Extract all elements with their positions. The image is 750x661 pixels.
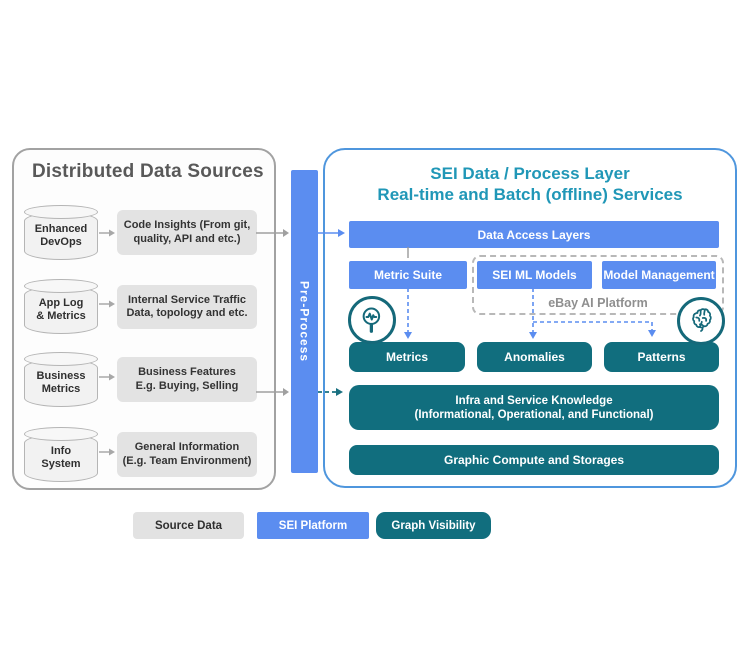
- cylinder-label: App Log & Metrics: [36, 297, 86, 322]
- patterns-box: Patterns: [604, 342, 719, 372]
- brain-icon: [677, 297, 725, 345]
- preprocess-label: Pre-Process: [297, 280, 312, 363]
- cylinder-info-system: Info System: [24, 427, 98, 482]
- cylinder-enhanced-devops: Enhanced DevOps: [24, 205, 98, 260]
- desc-box-general-information: General Information (E.g. Team Environme…: [117, 432, 257, 477]
- brain-glyph: [692, 308, 712, 332]
- graphic-compute-storages-box: Graphic Compute and Storages: [349, 445, 719, 475]
- desc-box-code-insights: Code Insights (From git, quality, API an…: [117, 210, 257, 255]
- cylinder-business-metrics: Business Metrics: [24, 352, 98, 407]
- database-icon-top: [24, 427, 98, 441]
- ebay-ai-platform-region: eBay AI Platform: [472, 255, 724, 315]
- sei-ml-models-box: SEI ML Models: [477, 261, 592, 289]
- legend-source-data: Source Data: [133, 512, 244, 539]
- database-icon-top: [24, 205, 98, 219]
- infra-service-knowledge-box: Infra and Service Knowledge (Information…: [349, 385, 719, 430]
- metric-suite-box: Metric Suite: [349, 261, 467, 289]
- desc-box-business-features: Business Features E.g. Buying, Selling: [117, 357, 257, 402]
- database-icon-top: [24, 279, 98, 293]
- cylinder-app-log-metrics: App Log & Metrics: [24, 279, 98, 334]
- database-icon: [24, 286, 98, 334]
- anomalies-box: Anomalies: [477, 342, 592, 372]
- cylinder-label: Business Metrics: [36, 370, 86, 395]
- right-panel-title: SEI Data / Process Layer Real-time and B…: [377, 164, 683, 204]
- database-icon: [24, 434, 98, 482]
- database-icon-top: [24, 352, 98, 366]
- left-panel-title: Distributed Data Sources: [32, 161, 264, 182]
- database-icon: [24, 359, 98, 407]
- desc-box-internal-service-traffic: Internal Service Traffic Data, topology …: [117, 285, 257, 329]
- pulse-magnifier-glyph: [362, 307, 381, 333]
- preprocess-bar: Pre-Process: [291, 170, 318, 473]
- legend-graph-visibility: Graph Visibility: [376, 512, 491, 539]
- legend-sei-platform: SEI Platform: [257, 512, 369, 539]
- model-management-box: Model Management: [602, 261, 716, 289]
- metrics-box: Metrics: [349, 342, 465, 372]
- cylinder-label: Info System: [41, 445, 81, 470]
- sei-data-process-layer-panel: SEI Data / Process Layer Real-time and B…: [323, 148, 737, 488]
- cylinder-label: Enhanced DevOps: [34, 223, 88, 248]
- pulse-magnifier-icon: [348, 296, 396, 344]
- distributed-data-sources-panel: Distributed Data Sources Enhanced DevOps…: [12, 148, 276, 490]
- ebay-ai-platform-label: eBay AI Platform: [548, 296, 648, 310]
- data-access-layers-bar: Data Access Layers: [349, 221, 719, 248]
